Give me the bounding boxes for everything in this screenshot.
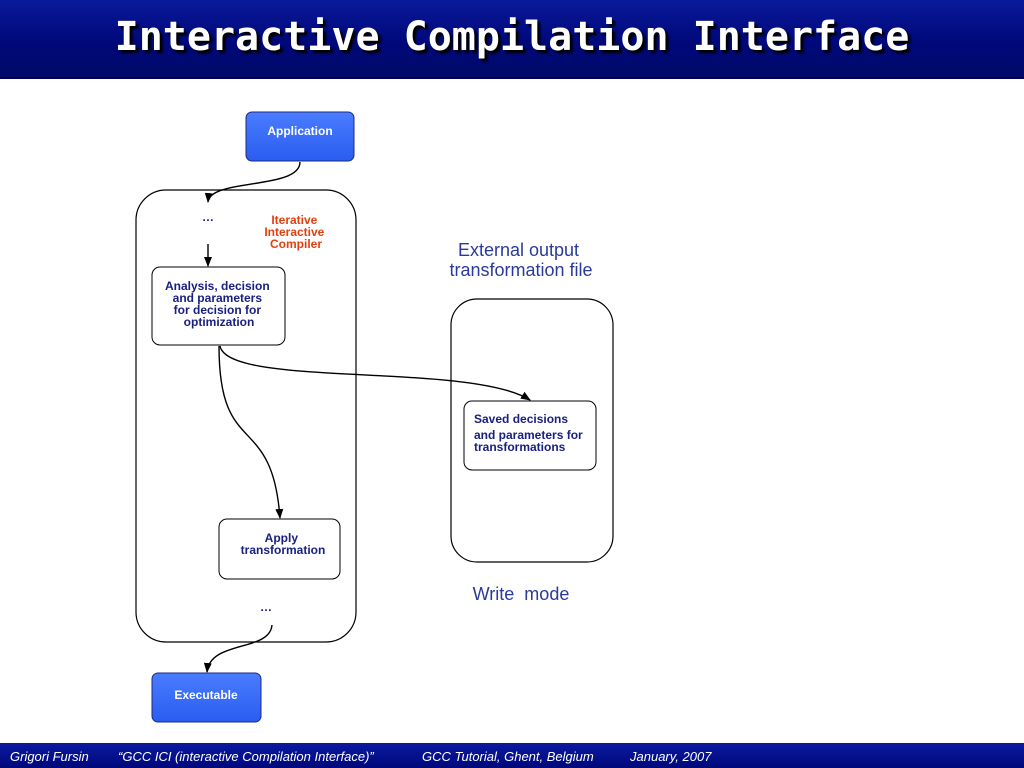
analysis-node-label: Analysis, decision and parameters for de… <box>165 279 273 329</box>
saved-decisions-node-label: Saved decisions and parameters for trans… <box>474 412 586 454</box>
slide-title: Interactive Compilation Interface <box>114 14 910 60</box>
external-output-label: External output transformation file <box>449 240 592 280</box>
application-node-label: Application <box>267 124 332 138</box>
compiler-label-line-1: Iterative <box>271 213 317 227</box>
ellipsis-top: … <box>202 210 214 224</box>
analysis-node-line-1: Analysis, decision <box>165 279 270 293</box>
apply-node-line-2: transformation <box>241 543 326 557</box>
analysis-node-line-3: for decision for <box>174 303 262 317</box>
footer-bar: Grigori Fursin “GCC ICI (interactive Com… <box>0 743 1024 768</box>
footer-event: GCC Tutorial, Ghent, Belgium <box>422 749 594 764</box>
title-bar: Interactive Compilation Interface <box>0 0 1024 79</box>
write-mode-label: Write mode <box>473 584 570 604</box>
saved-node-line-1: Saved decisions <box>474 412 568 426</box>
footer-talk-title: “GCC ICI (interactive Compilation Interf… <box>118 749 374 764</box>
arrow-application-to-compiler <box>204 161 301 203</box>
arrow-compiler-to-executable <box>203 624 273 673</box>
arrow-analysis-to-saved <box>219 345 531 401</box>
analysis-node-line-2: and parameters <box>173 291 263 305</box>
apply-node-line-1: Apply <box>265 531 299 545</box>
arrow-analysis-to-apply <box>218 345 284 519</box>
ellipsis-bottom: … <box>260 600 272 614</box>
compiler-label-line-2: Interactive <box>264 225 324 239</box>
analysis-node <box>151 266 286 346</box>
apply-transformation-node-label: Apply transformation <box>241 531 326 557</box>
compiler-label-line-3: Compiler <box>270 237 322 251</box>
footer-author: Grigori Fursin <box>10 749 89 764</box>
analysis-node-line-4: optimization <box>184 315 255 329</box>
external-output-line-1: External output <box>458 240 579 260</box>
executable-node <box>151 672 262 723</box>
executable-node-label: Executable <box>174 688 238 702</box>
footer-date: January, 2007 <box>630 749 712 764</box>
saved-node-line-3: transformations <box>474 440 566 454</box>
external-output-line-2: transformation file <box>449 260 592 280</box>
saved-decisions-node <box>463 400 597 471</box>
saved-node-line-2: and parameters for <box>474 428 583 442</box>
application-node <box>245 111 355 162</box>
compiler-label: Iterative Interactive Compiler <box>264 213 327 251</box>
apply-transformation-node <box>218 518 341 580</box>
